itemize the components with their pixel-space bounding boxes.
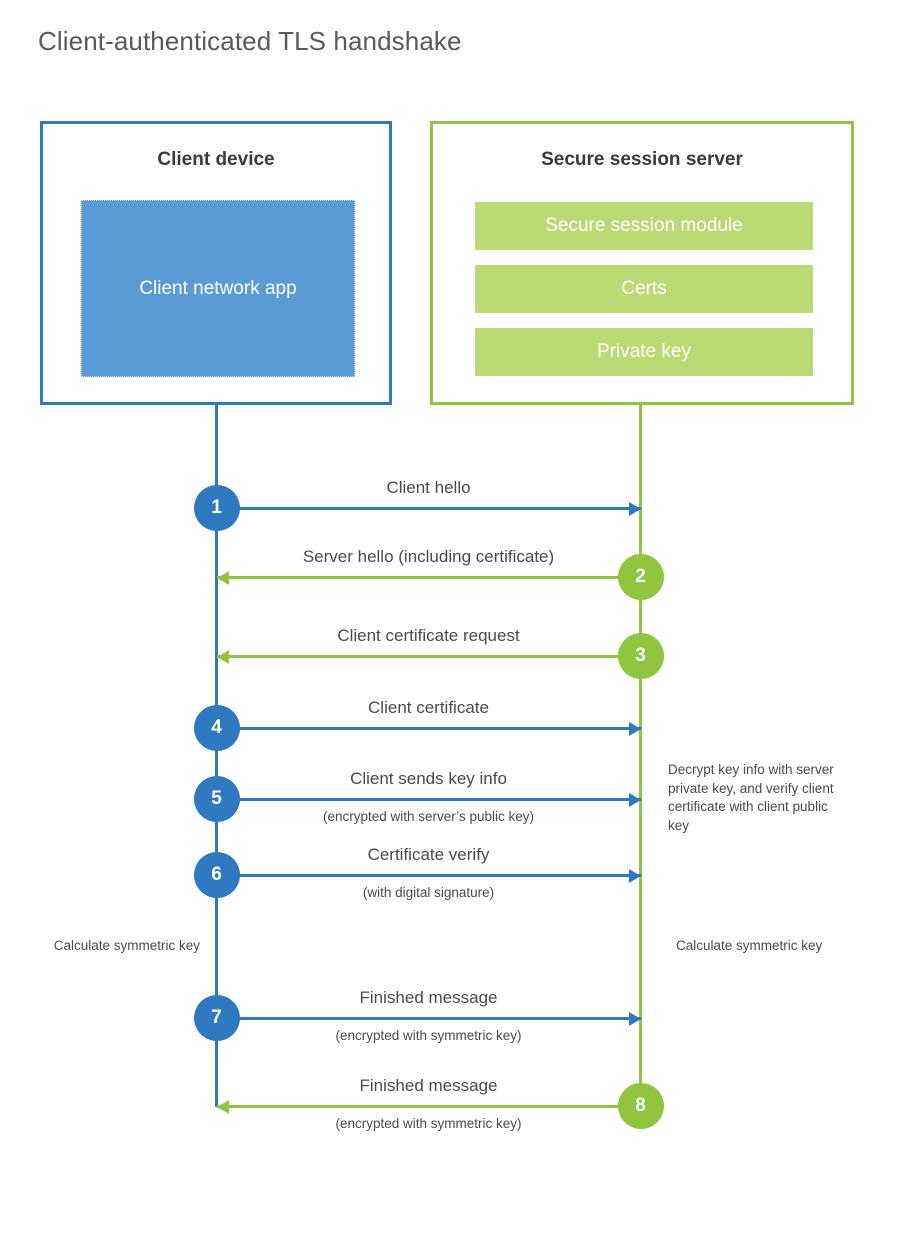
secure-session-server-box: Secure session server Secure session mod… — [430, 121, 854, 405]
message-label-1: Client hello — [386, 478, 471, 497]
arrow-head-7 — [628, 1011, 641, 1026]
message-arrow-6 — [216, 874, 641, 877]
arrow-head-3 — [216, 649, 229, 664]
message-label-8: Finished message — [359, 1076, 498, 1095]
message-label-7: Finished message — [359, 988, 498, 1007]
secure-session-server-title: Secure session server — [541, 149, 743, 170]
message-label-4: Client certificate — [368, 698, 489, 717]
message-sublabel-7: (encrypted with symmetric key) — [335, 1028, 522, 1043]
client-network-app-label: Client network app — [139, 277, 297, 299]
message-sublabel-8: (encrypted with symmetric key) — [335, 1116, 522, 1131]
client-lifeline — [215, 405, 218, 1107]
client-device-title: Client device — [157, 149, 275, 170]
message-arrow-4 — [216, 727, 641, 730]
server-module-secure-session-module: Secure session module — [475, 202, 813, 250]
arrow-head-4 — [628, 721, 641, 736]
step-circle-6[interactable]: 6 — [193, 852, 240, 898]
server-module-private-key: Private key — [475, 328, 813, 376]
message-label-5: Client sends key info — [350, 769, 507, 788]
page-title: Client-authenticated TLS handshake — [38, 26, 462, 56]
message-arrow-8 — [216, 1105, 641, 1108]
message-sublabel-5: (encrypted with server’s public key) — [322, 809, 535, 824]
server-module-certs: Certs — [475, 265, 813, 313]
arrow-head-8 — [216, 1099, 229, 1114]
message-sublabel-6: (with digital signature) — [362, 885, 495, 900]
arrow-head-1 — [628, 501, 641, 516]
step-circle-2[interactable]: 2 — [617, 554, 664, 600]
server-decrypt-annotation: Decrypt key info with server private key… — [668, 762, 834, 833]
message-arrow-1 — [216, 507, 641, 510]
client-calculate-symmetric-key-annotation: Calculate symmetric key — [53, 938, 200, 953]
arrow-head-6 — [628, 868, 641, 883]
arrow-head-2 — [216, 570, 229, 585]
message-arrow-2 — [216, 576, 641, 579]
arrow-head-5 — [628, 792, 641, 807]
step-circle-5[interactable]: 5 — [193, 776, 240, 822]
message-arrow-5 — [216, 798, 641, 801]
step-circle-1[interactable]: 1 — [193, 485, 240, 531]
client-network-app-block: Client network app — [81, 200, 355, 377]
message-label-6: Certificate verify — [367, 845, 490, 864]
server-calculate-symmetric-key-annotation: Calculate symmetric key — [676, 938, 823, 953]
step-circle-3[interactable]: 3 — [617, 633, 664, 679]
message-arrow-7 — [216, 1017, 641, 1020]
step-circle-4[interactable]: 4 — [193, 705, 240, 751]
step-circle-7[interactable]: 7 — [193, 995, 240, 1041]
message-arrow-3 — [216, 655, 641, 658]
message-label-2: Server hello (including certificate) — [302, 547, 555, 566]
server-lifeline — [639, 405, 642, 1107]
message-label-3: Client certificate request — [337, 626, 520, 645]
client-device-box: Client device Client network app — [40, 121, 392, 405]
step-circle-8[interactable]: 8 — [617, 1083, 664, 1129]
